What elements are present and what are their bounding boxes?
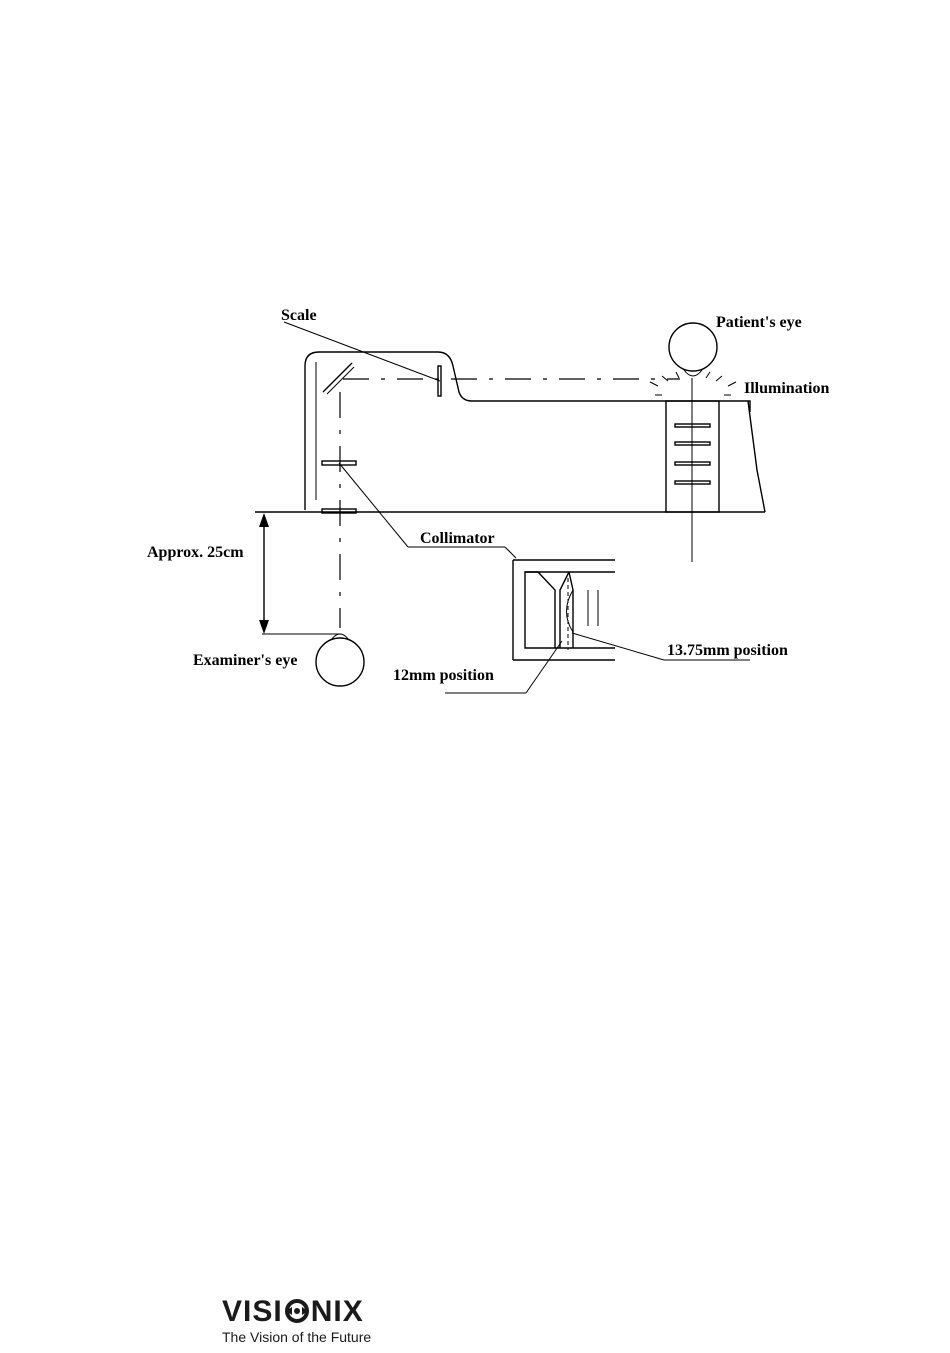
brand-right: NIX — [311, 1295, 364, 1328]
distance-arrow-head-bottom — [259, 620, 269, 634]
instrument-housing — [305, 352, 750, 510]
brand-eye-icon — [284, 1298, 310, 1324]
patient-eye-label: Patient's eye — [716, 314, 802, 331]
examiner-eye-icon — [316, 638, 364, 686]
collimator-label: Collimator — [420, 530, 495, 547]
lens-position-detail — [513, 560, 615, 660]
housing-right-edge — [748, 401, 765, 512]
collimator-leader — [339, 463, 408, 547]
position-1375-leader — [572, 633, 664, 660]
collimator-leader-tail — [505, 547, 516, 558]
distance-arrow-head-top — [259, 513, 269, 527]
illumination-label: Illumination — [744, 380, 829, 397]
brand-wordmark: VISI NIX — [222, 1296, 422, 1328]
distance-label: Approx. 25cm — [147, 544, 244, 561]
scale-label: Scale — [281, 307, 317, 324]
brand-left: VISI — [222, 1295, 283, 1328]
illumination-rays-icon — [650, 372, 736, 395]
examiner-eye-label: Examiner's eye — [193, 652, 297, 669]
mirror-back — [327, 367, 354, 394]
position-12-leader — [526, 641, 562, 693]
patient-eye-icon — [669, 323, 717, 371]
position-12-label: 12mm position — [393, 667, 494, 684]
mirror — [323, 363, 352, 392]
brand-tagline: The Vision of the Future — [222, 1329, 422, 1345]
brand-logo: VISI NIX The Vision of the Future — [222, 1296, 422, 1348]
position-1375-label: 13.75mm position — [667, 642, 788, 659]
collimator-lens-lower — [322, 509, 356, 513]
